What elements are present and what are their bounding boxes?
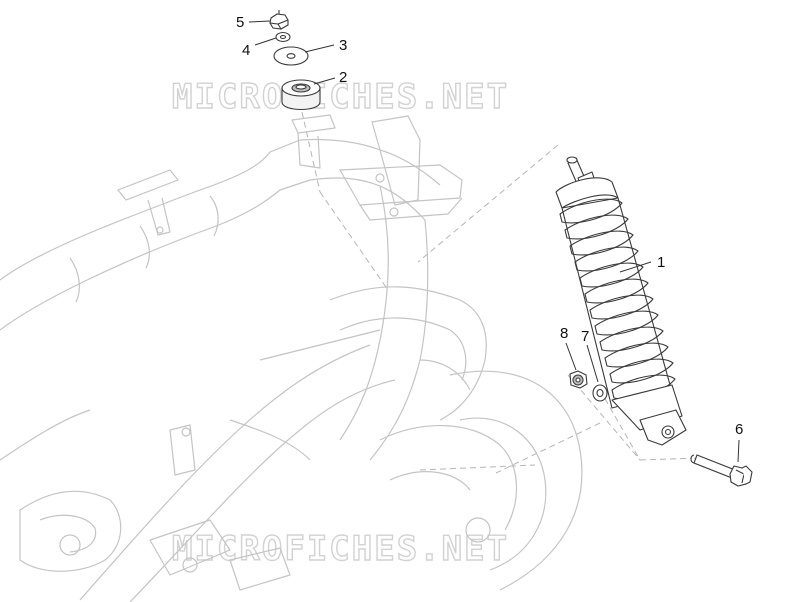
shock-bolt	[690, 454, 753, 487]
large-washer	[273, 46, 309, 66]
top-nut	[269, 10, 289, 30]
small-washer	[275, 31, 291, 43]
rear-shock-absorber	[555, 156, 687, 446]
lower-washer	[592, 384, 608, 402]
scooter-frame	[0, 114, 583, 602]
callout-8: 8	[560, 325, 568, 342]
callout-6: 6	[735, 421, 743, 438]
callout-5: 5	[236, 14, 244, 31]
callout-7: 7	[581, 328, 589, 345]
assembly-guide-lines	[301, 111, 701, 474]
callout-1: 1	[657, 254, 665, 271]
callout-4: 4	[242, 42, 250, 59]
lower-nut	[569, 370, 588, 389]
watermark-top: MICROFICHES.NET	[172, 77, 509, 117]
callout-2: 2	[339, 69, 347, 86]
watermark-bottom: MICROFICHES.NET	[172, 529, 509, 569]
leader-lines	[248, 20, 740, 463]
rubber-bush	[281, 79, 321, 111]
callout-3: 3	[339, 37, 347, 54]
